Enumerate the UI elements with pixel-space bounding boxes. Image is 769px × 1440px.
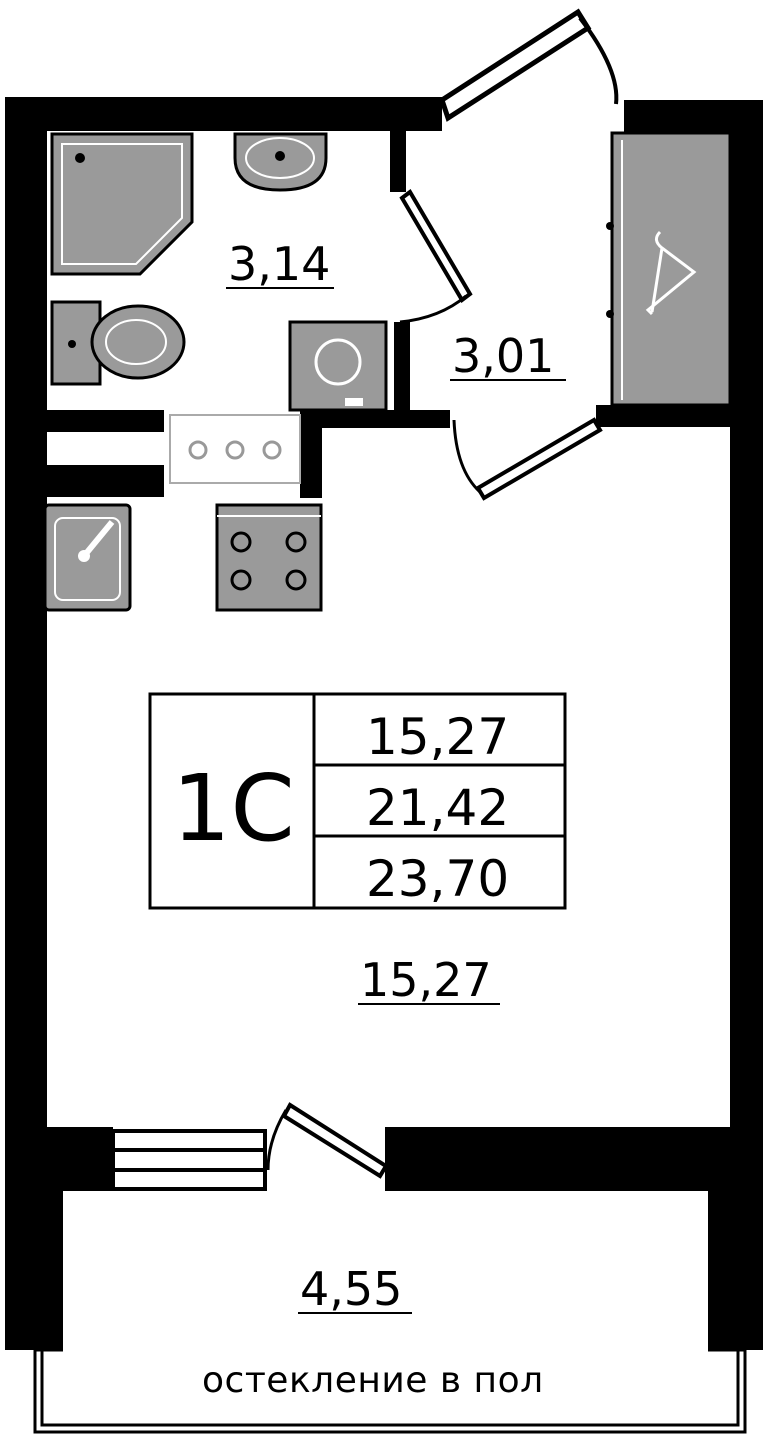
wall-right xyxy=(730,100,763,1190)
wall-bath-bottom xyxy=(47,410,164,432)
balcony-glazing xyxy=(33,1348,747,1434)
wall-top-left xyxy=(5,97,442,131)
stove-icon xyxy=(215,503,323,612)
balcony-window xyxy=(111,1129,267,1191)
total-area-value: 23,70 xyxy=(366,850,509,908)
radiator-icon xyxy=(169,414,301,484)
wall-bath-hall-lower xyxy=(394,322,410,417)
wall-balcony-side-right xyxy=(708,1190,763,1350)
wall-niche-bottom xyxy=(47,465,164,497)
wall-left xyxy=(5,97,47,1197)
hanger-icon xyxy=(645,230,697,316)
balcony-note: остекление в пол xyxy=(202,1360,544,1401)
living-door xyxy=(452,417,603,501)
bathroom-door xyxy=(399,189,473,324)
wall-niche-right xyxy=(300,410,322,498)
living-room-area: 15,27 xyxy=(360,953,492,1007)
wall-bath-bottom-right xyxy=(300,410,450,428)
washbasin-icon xyxy=(233,132,328,192)
apartment-summary-table: 1С 15,27 21,42 23,70 xyxy=(148,692,567,910)
living-area-value: 15,27 xyxy=(366,708,509,766)
wall-bath-hall-upper xyxy=(390,130,406,192)
hallway-area: 3,01 xyxy=(452,329,554,383)
balcony-door xyxy=(266,1102,389,1179)
wall-hall-right xyxy=(596,405,731,427)
wardrobe xyxy=(606,131,732,407)
wall-balcony-left xyxy=(5,1127,113,1191)
wall-balcony-side-left xyxy=(5,1190,63,1350)
entrance-door xyxy=(439,8,619,122)
wall-balcony-right xyxy=(385,1127,763,1191)
kitchen-sink-icon xyxy=(43,503,132,612)
walls xyxy=(5,97,763,1350)
bathroom-area: 3,14 xyxy=(228,237,330,291)
apartment-type: 1С xyxy=(172,755,295,862)
area-without-balcony-value: 21,42 xyxy=(366,779,509,837)
washing-machine-icon xyxy=(288,320,388,412)
balcony-area: 4,55 xyxy=(300,1262,402,1316)
toilet-icon xyxy=(50,300,186,386)
shower-icon xyxy=(50,132,194,276)
